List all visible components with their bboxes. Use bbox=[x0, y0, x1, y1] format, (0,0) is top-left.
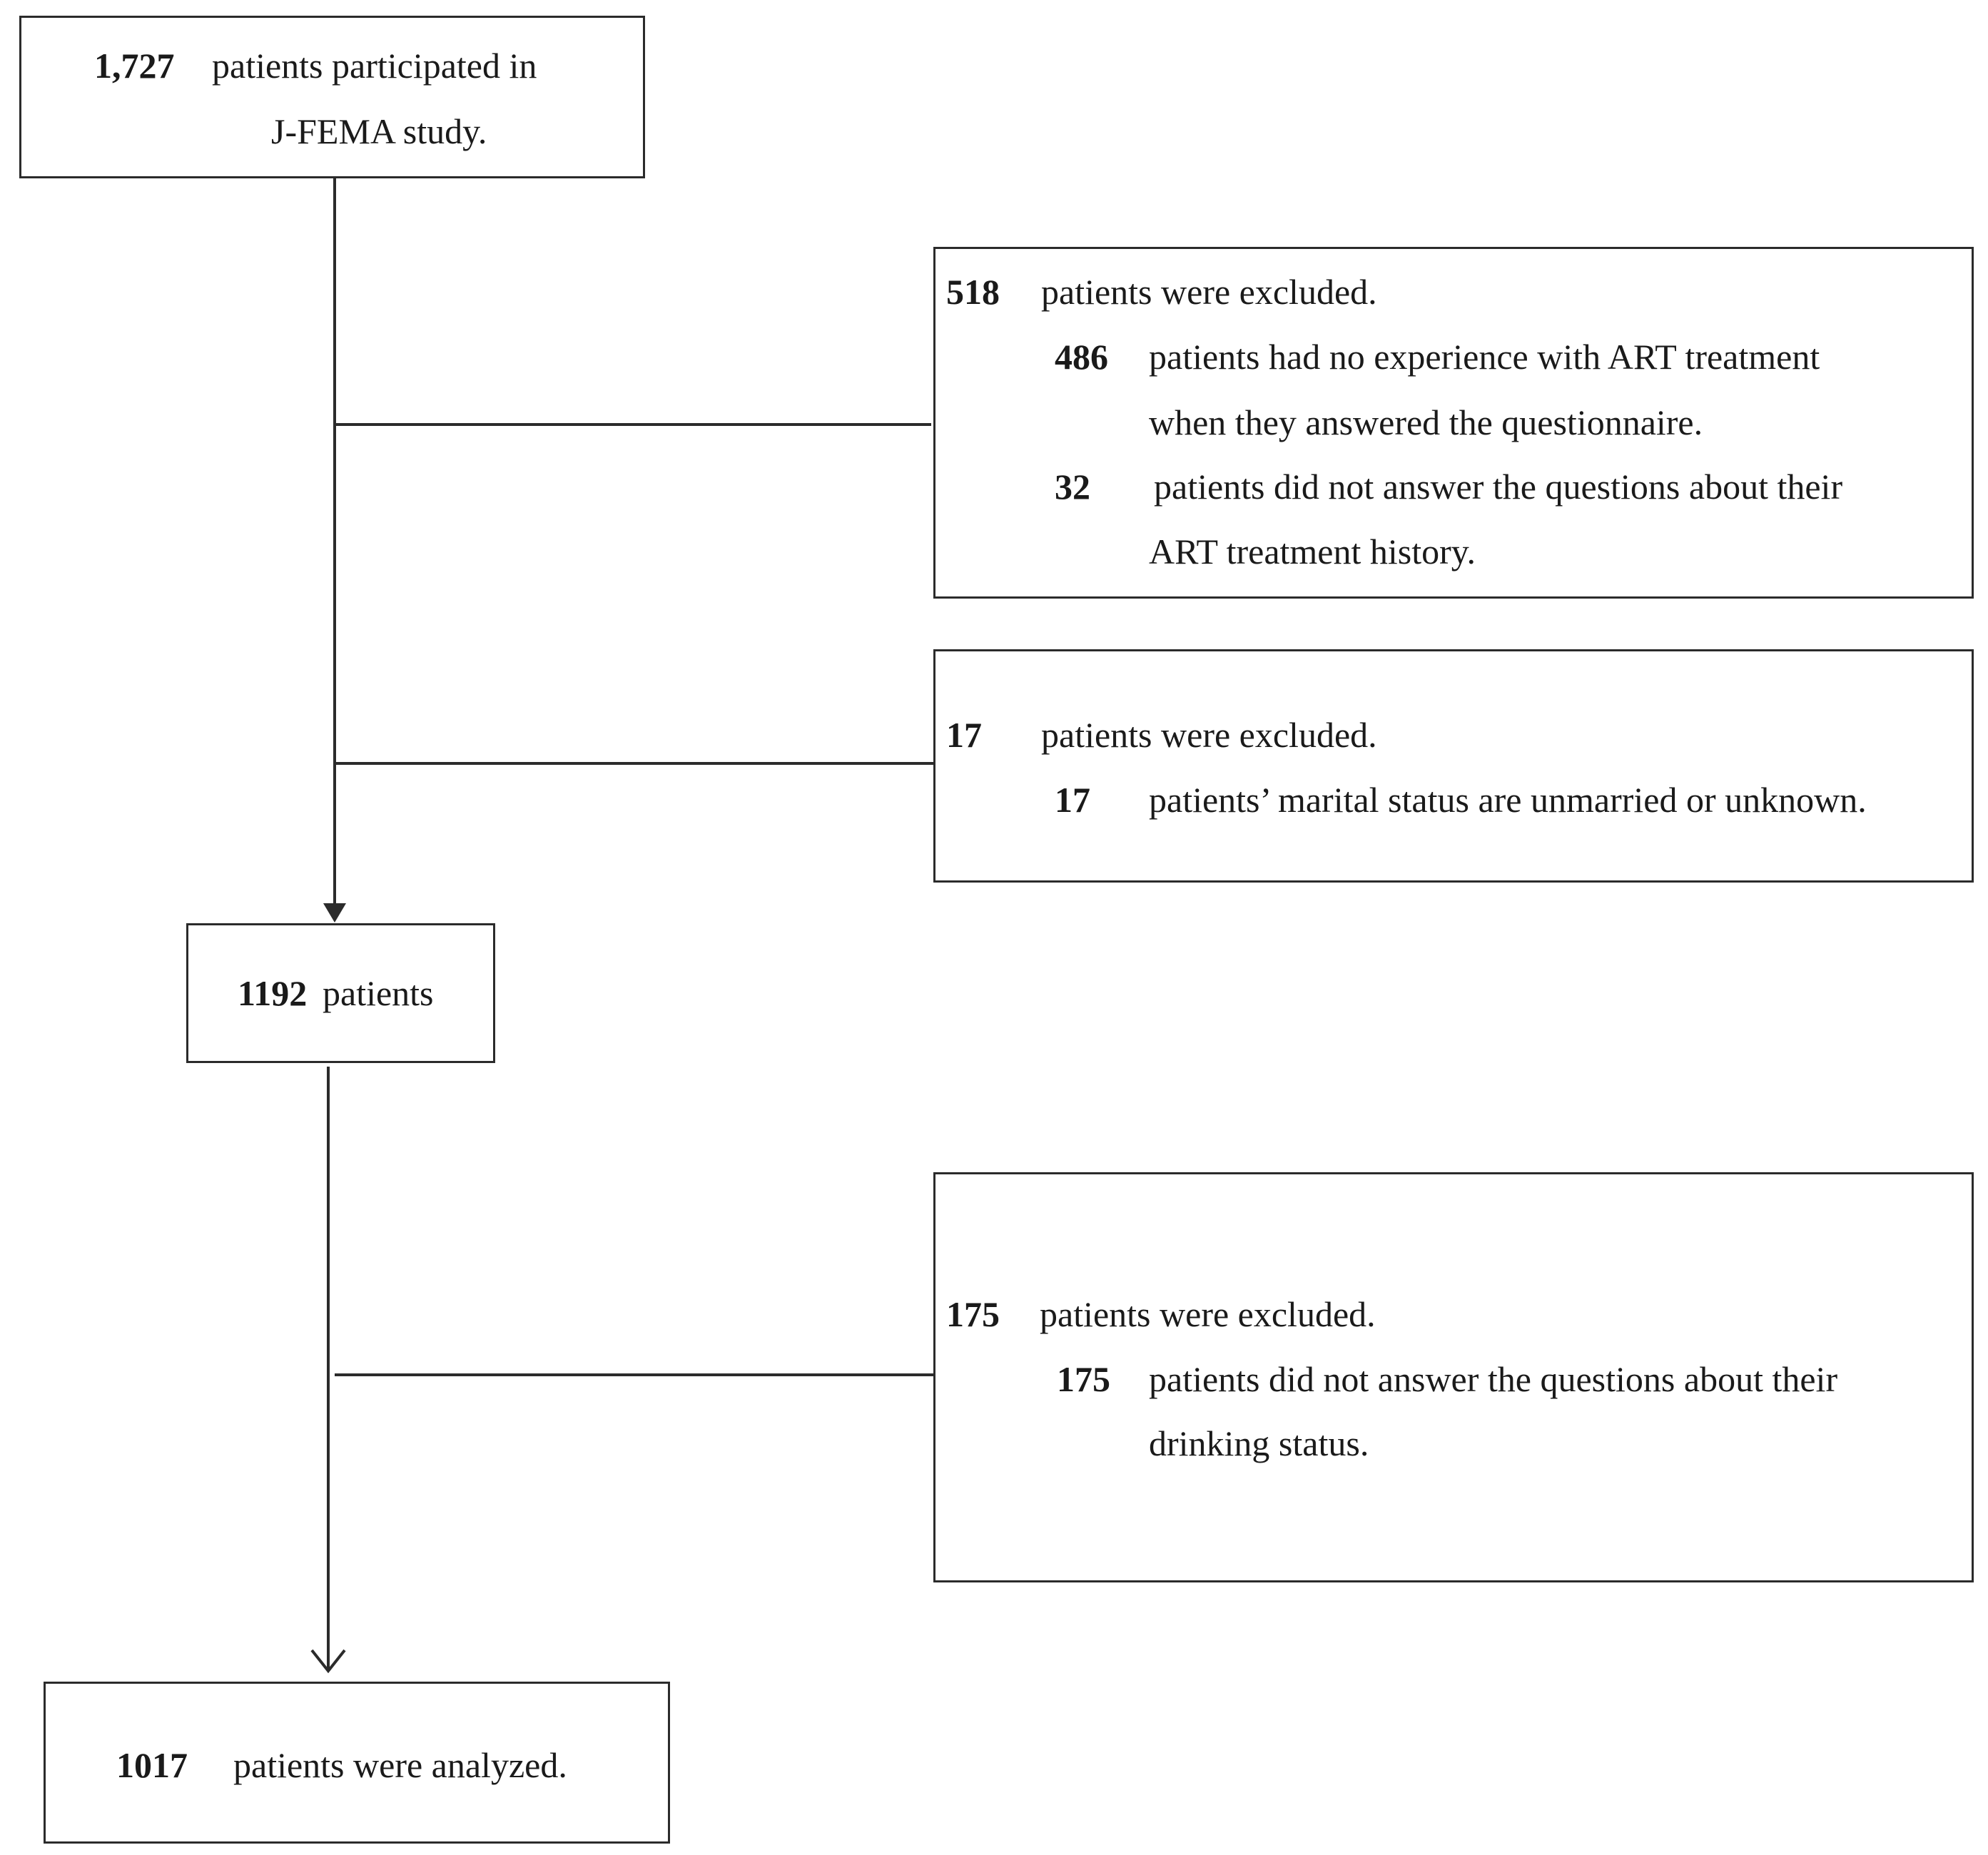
exclusion-1-reason-2-line2: ART treatment history. bbox=[1149, 532, 1476, 571]
exclusion-2-reason-1-line1: patients’ marital status are unmarried o… bbox=[1149, 780, 1867, 820]
start-text-line2: J-FEMA study. bbox=[271, 111, 487, 151]
exclusion-1-reason-2-count: 32 bbox=[1055, 467, 1090, 507]
exclusion-box-2 bbox=[933, 649, 1974, 883]
exclusion-1-reason-1-count: 486 bbox=[1055, 337, 1108, 377]
exclusion-1-reason-1-line1: patients had no experience with ART trea… bbox=[1149, 337, 1820, 377]
exclusion-3-reason-1-count: 175 bbox=[1057, 1359, 1110, 1399]
arrow-head-to-mid bbox=[323, 903, 346, 923]
arrow-head-to-final bbox=[310, 1649, 346, 1674]
exclusion-1-count: 518 bbox=[946, 272, 1000, 312]
exclusion-1-reason-1-line2: when they answered the questionnaire. bbox=[1149, 402, 1703, 442]
exclusion-1-text: patients were excluded. bbox=[1041, 272, 1377, 312]
exclusion-box-1 bbox=[933, 247, 1974, 599]
exclusion-3-reason-1-line1: patients did not answer the questions ab… bbox=[1149, 1359, 1838, 1399]
exclusion-2-text: patients were excluded. bbox=[1041, 715, 1377, 755]
exclusion-3-count: 175 bbox=[946, 1294, 1000, 1334]
mid-text: patients bbox=[323, 973, 434, 1013]
exclusion-2-count: 17 bbox=[946, 715, 982, 755]
exclusion-box-3 bbox=[933, 1172, 1974, 1582]
exclusion-2-reason-1-count: 17 bbox=[1055, 780, 1090, 820]
start-box bbox=[19, 16, 645, 178]
exclusion-3-reason-1-line2: drinking status. bbox=[1149, 1423, 1369, 1463]
exclusion-3-text: patients were excluded. bbox=[1040, 1294, 1376, 1334]
mid-box bbox=[186, 923, 495, 1063]
final-count: 1017 bbox=[116, 1745, 188, 1785]
mid-count: 1192 bbox=[238, 973, 308, 1013]
final-text: patients were analyzed. bbox=[233, 1745, 567, 1785]
start-count: 1,727 bbox=[94, 46, 175, 86]
final-box bbox=[44, 1682, 670, 1844]
start-text-line1: patients participated in bbox=[212, 46, 537, 86]
exclusion-1-reason-2-line1: patients did not answer the questions ab… bbox=[1154, 467, 1843, 507]
